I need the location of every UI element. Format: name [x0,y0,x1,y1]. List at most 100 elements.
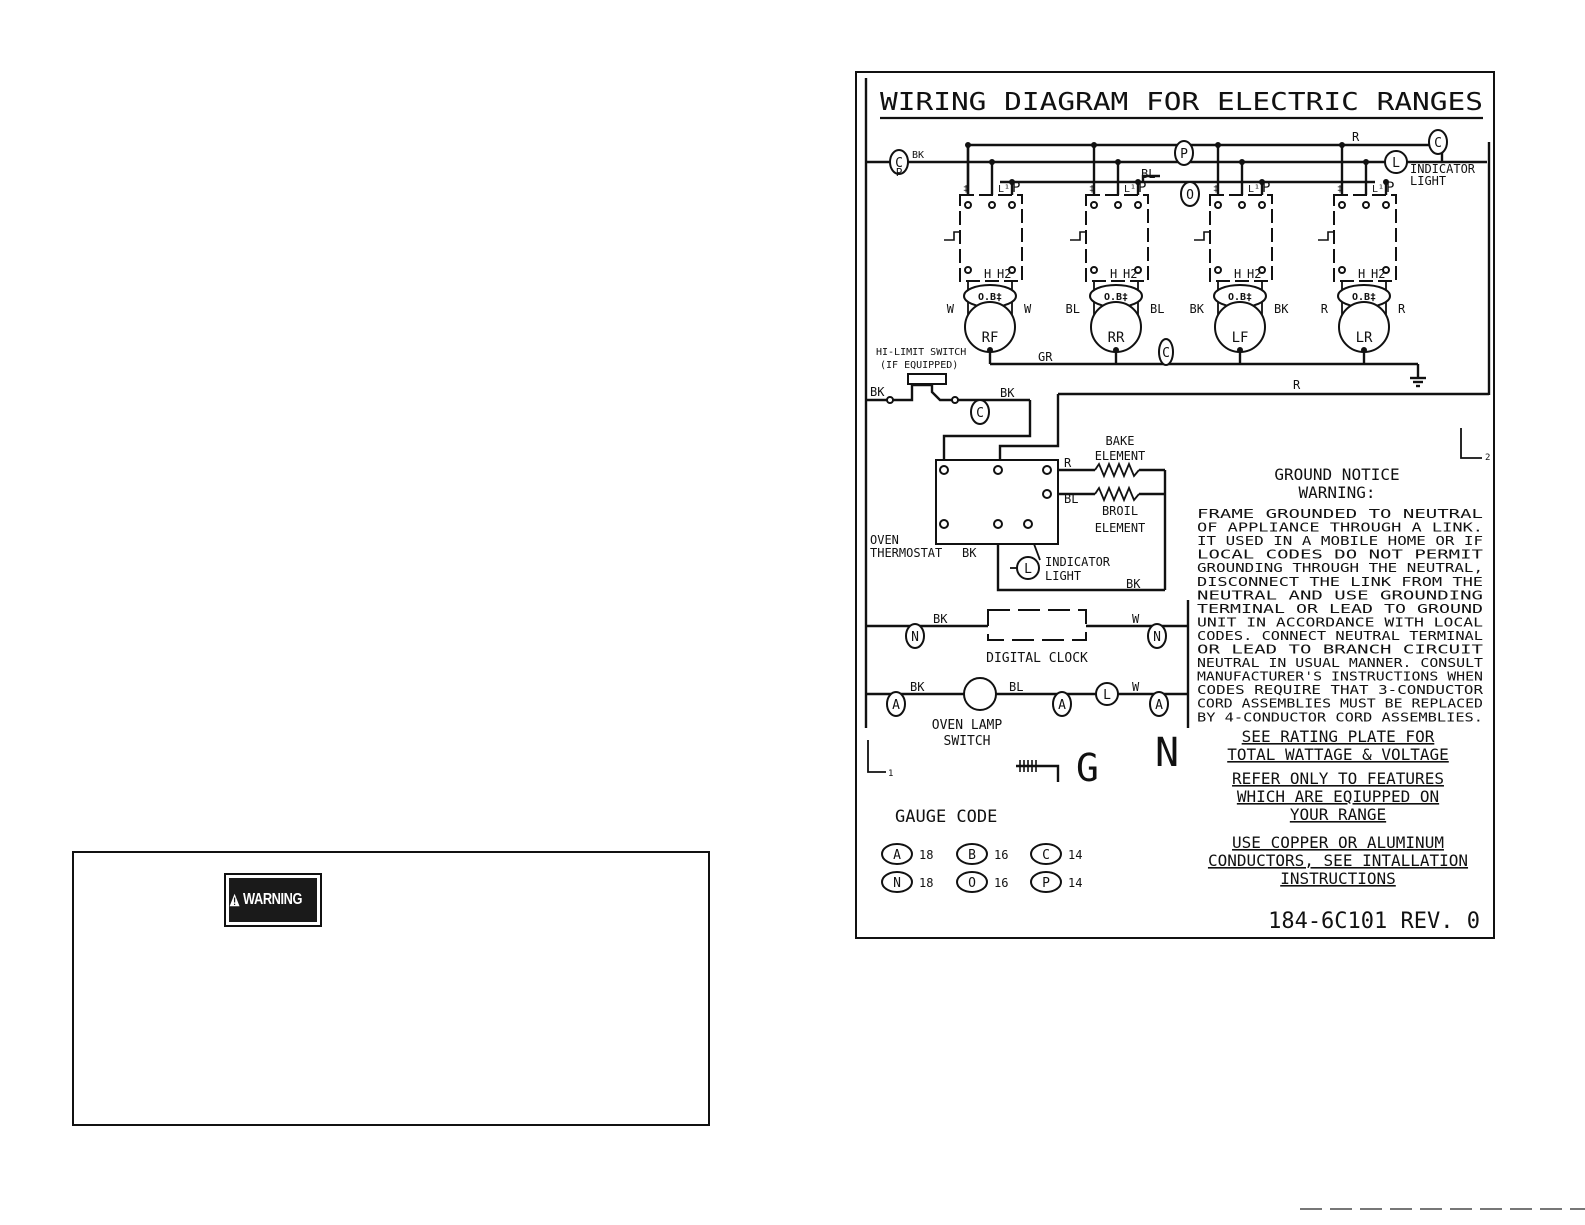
oven-bk-return [996,528,1165,592]
thermostat-feed [942,400,1032,462]
note-line: SEE RATING PLATE FOR [1242,727,1435,746]
switch-terminal: L¹ [998,184,1010,195]
gauge-code-c [1030,843,1062,865]
gauge-code-value: 14 [1068,876,1082,890]
thermostat-terminal [993,519,1003,529]
switch-terminal: ‡ [1337,184,1343,195]
code-p-bus-text: P [1180,147,1188,162]
switch-terminal: H [1234,267,1241,281]
terminal [886,396,894,404]
note-line: YOUR RANGE [1290,805,1386,824]
thermostat-terminal [1042,465,1052,475]
part-number: 184-6C101 REV. 0 [1268,909,1480,934]
neutral-label: N [1155,730,1179,776]
switch-terminal: P [1262,180,1270,196]
component-shapes [881,129,1448,893]
ground-notice-line: CODES REQUIRE THAT 3-CONDUCTOR [1197,682,1484,697]
gauge-code-letter: C [1042,848,1050,863]
wire-bk-clock: BK [933,612,948,626]
switch-terminal: H [984,267,991,281]
terminal-dot [1214,266,1222,274]
ground-notice-line: CODES. CONNECT NEUTRAL TERMINAL [1197,628,1483,643]
junction-dot [1239,159,1245,165]
hi-limit-label: (IF EQUIPPED) [880,360,958,371]
ground-notice-title: WARNING: [1298,483,1375,502]
wire-bl-top: BL [1141,167,1155,181]
terminal-dot [1258,266,1266,274]
code-p-bus [1174,140,1194,166]
burner-wire-left: BL [1066,302,1080,316]
terminal [951,396,959,404]
code-c-top [889,149,909,175]
bake-label: BAKE [1106,434,1135,448]
code-n-left [905,623,925,649]
terminal-dot [1338,201,1346,209]
code-o-bus [1180,181,1200,207]
terminal-dot [964,201,972,209]
bus-bl-tail [1141,174,1160,182]
indicator-light-top [1384,150,1408,174]
switch-thermal [944,231,962,241]
code-a-right [1149,691,1169,717]
wire-r-drop [998,394,1060,462]
ground-notice-line: MANUFACTURER'S INSTRUCTIONS WHEN [1197,669,1483,684]
gauge-code-value: 18 [919,848,933,862]
terminal-dot [1258,201,1266,209]
warning-box: WARNING [72,851,710,1126]
switch-terminal: ‡ [963,184,969,195]
indicator-light-top-l: L [1392,156,1400,171]
code-a-left-text: A [892,698,900,713]
hilimit-out [930,385,955,402]
burner-wire-left: W [947,302,955,316]
terminal-dot [1382,201,1390,209]
warning-label: WARNING [243,891,303,908]
burner-wire-right: R [1398,302,1406,316]
junction-dot [1339,142,1345,148]
gauge-code-p [1030,871,1062,893]
l2-mark [1460,428,1482,459]
terminal-dot [1134,201,1142,209]
terminal-dot [1008,201,1016,209]
note-line: INSTRUCTIONS [1280,869,1396,888]
thermostat-terminal [1042,489,1052,499]
switch-terminal: P [1012,180,1020,196]
code-o-bus-text: O [1186,188,1194,203]
wire-w-lamp: W [1132,680,1140,694]
junction-dot [1113,347,1119,353]
gauge-code-o [956,871,988,893]
switch-terminal: ‡ [1089,184,1095,195]
terminal-dot [1008,266,1016,274]
gauge-code-letter: O [968,876,976,891]
gauge-code-value: 14 [1068,848,1082,862]
code-p-top: P [896,166,903,179]
thermostat-terminal [939,519,949,529]
junction-dot [987,347,993,353]
junction-dot [1259,179,1265,185]
wire-r-bake: R [1064,456,1072,470]
gauge-code-letter: N [893,876,901,891]
terminal-dot [1134,266,1142,274]
burner-code-lr: LR [1356,330,1373,346]
terminal-dot [988,201,996,209]
wire-bl-broil: BL [1064,492,1078,506]
terminal-dot [1338,266,1346,274]
oven-lamp-switch [963,677,997,711]
switch-terminal: H2 [1123,267,1137,281]
code-c-ground-text: C [1162,346,1170,361]
switch-terminal: P [1386,180,1394,196]
code-c-right [1428,129,1448,155]
ground-notice-line: OF APPLIANCE THROUGH A LINK. [1197,520,1483,535]
junction-dot [1009,179,1015,185]
ground-lead [1016,764,1060,782]
code-a-right-text: A [1155,698,1163,713]
junction-dot [989,159,995,165]
oven-indicator-label: INDICATOR [1045,555,1111,569]
switch-thermal [1194,231,1212,241]
gauge-code-value: 16 [994,876,1008,890]
oven-indicator-light [1016,556,1040,580]
code-a-mid-text: A [1058,698,1066,713]
ground-notice-line: LOCAL CODES DO NOT PERMIT [1197,547,1484,562]
switch-terminal: P [1138,180,1146,196]
switch-terminal: H2 [1247,267,1261,281]
hi-limit-label: HI-LIMIT SWITCH [876,347,966,358]
